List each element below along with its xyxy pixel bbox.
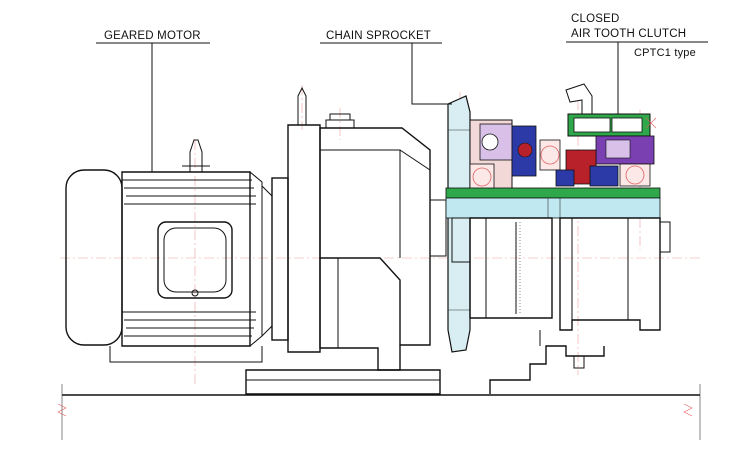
geared-motor-label: GEARED MOTOR — [104, 30, 201, 42]
geared-motor — [65, 139, 273, 363]
air-tooth-clutch — [555, 83, 657, 187]
gear-reducer — [245, 86, 447, 395]
chain-sprocket — [447, 95, 561, 353]
label-air-tooth-clutch: CLOSED AIR TOOTH CLUTCH CPTC1 type — [566, 13, 708, 114]
label-chain-sprocket: CHAIN SPROCKET — [320, 30, 452, 105]
label-geared-motor: GEARED MOTOR — [96, 30, 210, 172]
clutch-label-line2: AIR TOOTH CLUTCH — [571, 28, 686, 40]
shaft-sleeve — [445, 187, 661, 219]
base-line — [57, 384, 701, 440]
lower-drum — [451, 217, 671, 394]
clutch-label-line1: CLOSED — [571, 13, 620, 25]
chain-sprocket-label: CHAIN SPROCKET — [326, 30, 431, 42]
clutch-type-label: CPTC1 type — [634, 47, 696, 59]
